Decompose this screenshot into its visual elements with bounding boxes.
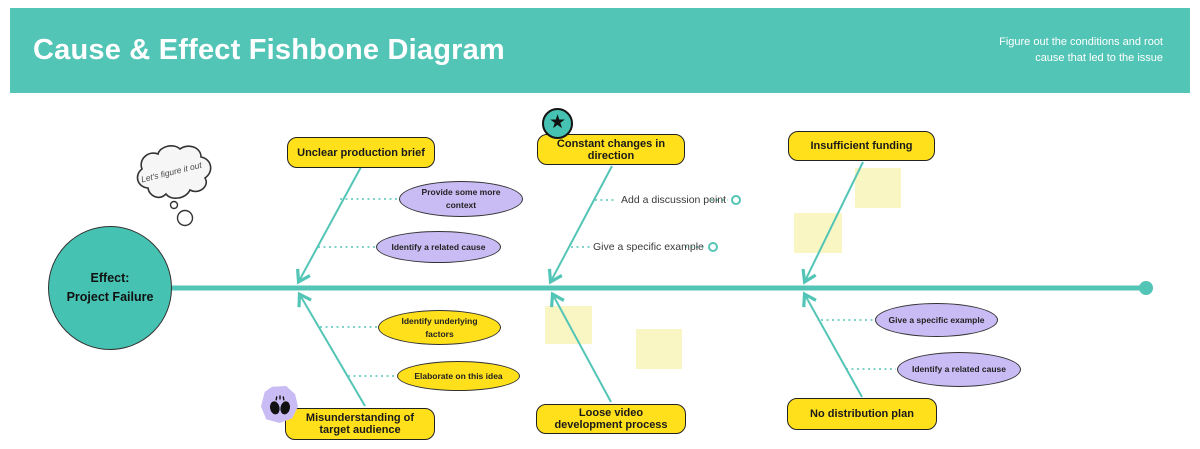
cause-box-no-distribution-plan[interactable]: No distribution plan bbox=[787, 398, 937, 430]
thought-trail-small bbox=[169, 200, 179, 210]
sticky-note[interactable] bbox=[794, 213, 842, 253]
sticky-note[interactable] bbox=[855, 168, 901, 208]
bone-bottom-left bbox=[297, 291, 366, 407]
spine-end-dot bbox=[1139, 281, 1153, 295]
page-subtitle: Figure out the conditions and root cause… bbox=[999, 36, 1163, 64]
bubble-provide-more-context[interactable]: Provide some more context bbox=[399, 181, 523, 217]
cause-box-unclear-production-brief[interactable]: Unclear production brief bbox=[287, 137, 435, 168]
cloud-shape bbox=[136, 145, 212, 199]
bone-bottom-right bbox=[802, 291, 863, 398]
high-five-icon bbox=[269, 394, 290, 414]
sticky-note[interactable] bbox=[545, 306, 592, 344]
cause-box-insufficient-funding[interactable]: Insufficient funding bbox=[788, 131, 935, 161]
star-icon: ★ bbox=[548, 112, 567, 133]
bubble-identify-underlying-factors[interactable]: Identify underlying factors bbox=[378, 310, 501, 345]
cause-box-constant-changes[interactable]: Constant changes in direction bbox=[537, 134, 685, 165]
star-badge[interactable]: ★ bbox=[542, 108, 573, 139]
effect-node[interactable]: Effect: Project Failure bbox=[48, 226, 172, 350]
sticky-note[interactable] bbox=[636, 329, 682, 369]
prompt-give-specific-example[interactable]: Give a specific example bbox=[593, 241, 704, 253]
discussion-point-ring-icon[interactable] bbox=[731, 195, 741, 205]
effect-label-line2: Project Failure bbox=[66, 290, 154, 304]
effect-label-line1: Effect: bbox=[90, 270, 130, 285]
bubble-give-specific-example[interactable]: Give a specific example bbox=[875, 303, 998, 337]
cause-box-loose-video-process[interactable]: Loose video development process bbox=[536, 404, 686, 434]
prompt-add-discussion-point[interactable]: Add a discussion point bbox=[621, 194, 727, 206]
bubble-identify-related-cause-2[interactable]: Identify a related cause bbox=[897, 352, 1021, 387]
bubble-identify-related-cause-1[interactable]: Identify a related cause bbox=[376, 231, 501, 263]
bone-top-left bbox=[296, 166, 362, 285]
header-banner: Cause & Effect Fishbone Diagram Figure o… bbox=[10, 8, 1190, 93]
celebrate-blob[interactable] bbox=[261, 386, 298, 423]
discussion-point-ring-icon[interactable] bbox=[708, 242, 718, 252]
thought-cloud[interactable]: Let's figure it out bbox=[126, 138, 222, 234]
bone-top-middle bbox=[547, 165, 613, 285]
cause-box-misunderstanding-audience[interactable]: Misunderstanding of target audience bbox=[285, 408, 435, 440]
page-title: Cause & Effect Fishbone Diagram bbox=[33, 34, 505, 66]
thought-trail-large bbox=[176, 209, 194, 227]
bubble-elaborate-on-idea[interactable]: Elaborate on this idea bbox=[397, 361, 520, 391]
